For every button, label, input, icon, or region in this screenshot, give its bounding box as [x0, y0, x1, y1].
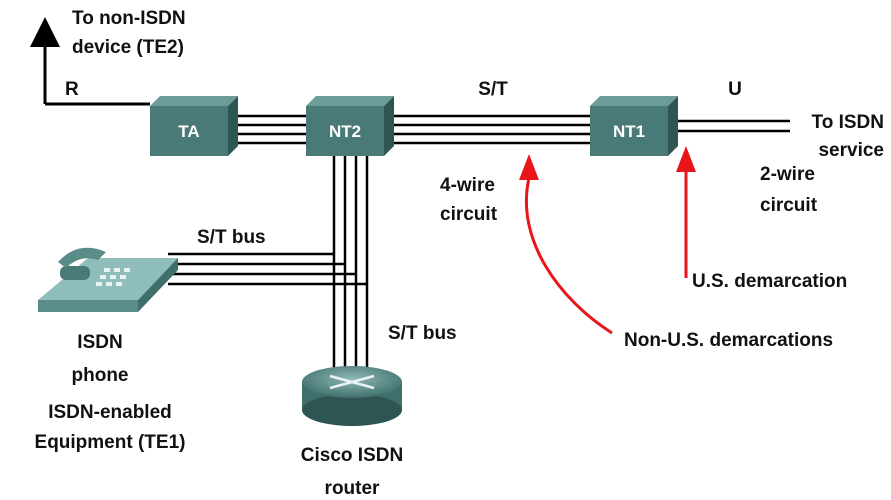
nt2-label: NT2	[329, 122, 361, 141]
non-us-demarcation-arrow	[524, 177, 613, 335]
nt1-label: NT1	[613, 122, 645, 141]
us-demarcation-label: U.S. demarcation	[692, 271, 847, 292]
two-wire-label-1: 2-wire	[760, 164, 815, 185]
nt1-box: NT1	[590, 96, 678, 156]
four-wire-label-2: circuit	[440, 204, 498, 225]
r-reference-line	[30, 17, 150, 106]
isdn-phone-icon	[38, 247, 178, 312]
ta-label: TA	[178, 122, 199, 141]
to-isdn-label-1: To ISDN	[812, 112, 884, 133]
st-bus-router-label: S/T bus	[388, 323, 457, 344]
u-two-wire-circuit	[665, 119, 790, 133]
to-isdn-label-2: service	[818, 140, 884, 161]
us-arrowhead	[676, 146, 696, 172]
st-bus-to-phone	[168, 252, 367, 286]
st-bus-vertical	[332, 148, 369, 370]
te1-label-2: Equipment (TE1)	[35, 432, 186, 453]
four-wire-label-1: 4-wire	[440, 175, 495, 196]
two-wire-label-2: circuit	[760, 195, 818, 216]
non-us-arrowhead	[519, 154, 539, 180]
non-us-demarcation-label: Non-U.S. demarcations	[624, 330, 833, 351]
isdn-phone-label-1: ISDN	[77, 332, 122, 353]
router-icon	[302, 366, 402, 426]
st-bus-phone-label: S/T bus	[197, 227, 266, 248]
to-non-isdn-label-2: device (TE2)	[72, 37, 184, 58]
ta-box: TA	[150, 96, 238, 156]
r-label: R	[65, 79, 79, 100]
st-label: S/T	[478, 79, 508, 100]
router-label-2: router	[325, 478, 381, 499]
nt2-box: NT2	[306, 96, 394, 156]
te1-label-1: ISDN-enabled	[48, 402, 172, 423]
u-label: U	[728, 79, 742, 100]
router-label-1: Cisco ISDN	[301, 445, 403, 466]
isdn-phone-label-2: phone	[72, 365, 129, 386]
to-non-isdn-label-1: To non-ISDN	[72, 8, 186, 29]
